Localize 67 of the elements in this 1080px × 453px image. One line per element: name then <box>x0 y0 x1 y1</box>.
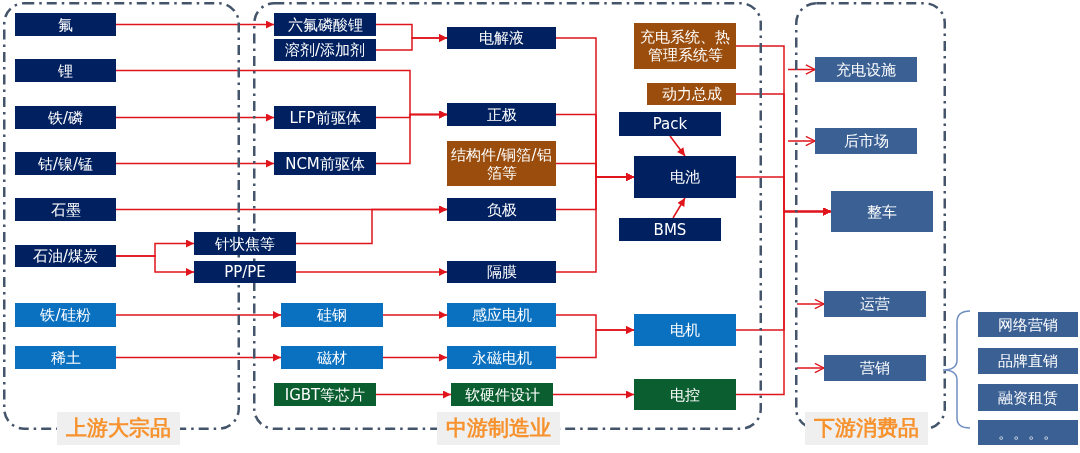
process-box: NCM前驱体 <box>274 152 376 175</box>
process-box: 充电系统、热管理系统等 <box>634 23 736 69</box>
arrow <box>295 268 448 276</box>
process-box: 永磁电机 <box>447 346 556 369</box>
arrow <box>735 207 832 396</box>
process-box: 正极 <box>447 103 556 126</box>
process-box: 充电设施 <box>815 57 917 82</box>
arrow <box>115 255 195 276</box>
arrow <box>115 20 275 29</box>
process-box: 营销 <box>824 355 926 381</box>
process-box: 动力总成 <box>647 83 736 105</box>
process-box: 品牌直销 <box>978 348 1078 374</box>
process-box: 石墨 <box>15 198 116 221</box>
process-box: 整车 <box>831 191 933 232</box>
process-box: 磁材 <box>281 346 383 369</box>
process-box: BMS <box>619 218 721 241</box>
process-box: 锂 <box>15 59 116 82</box>
process-box: 电控 <box>634 379 736 410</box>
process-box: 网络营销 <box>978 312 1078 337</box>
arrow <box>787 64 816 75</box>
process-box: 铁/硅粉 <box>15 303 116 327</box>
arrow <box>555 326 635 359</box>
arrow <box>382 311 448 319</box>
process-box: 结构件/铜箔/铝箔等 <box>447 141 556 186</box>
arrow <box>552 390 635 399</box>
process-box: 后市场 <box>815 128 917 154</box>
process-box: 硅钢 <box>281 303 383 327</box>
process-box: 软硬件设计 <box>451 383 553 406</box>
arrow <box>796 298 825 310</box>
process-box: 铁/磷 <box>15 106 116 129</box>
process-box: 运营 <box>824 291 926 317</box>
process-box: PP/PE <box>194 261 296 283</box>
arrow <box>669 135 686 157</box>
arrow <box>115 353 282 362</box>
group-label: 中游制造业 <box>437 412 560 445</box>
process-box: 钴/镍/锰 <box>15 152 116 175</box>
arrow <box>375 390 452 399</box>
process-box: 。。。。 <box>978 420 1078 445</box>
group-label: 上游大宗品 <box>57 412 180 445</box>
process-box: LFP前驱体 <box>274 106 376 129</box>
process-box: 电机 <box>634 314 736 346</box>
arrow <box>115 311 282 319</box>
process-box: 氟 <box>15 13 116 36</box>
arrow <box>796 362 825 374</box>
arrow <box>115 159 275 168</box>
process-box: 隔膜 <box>447 261 556 283</box>
process-box: 稀土 <box>15 346 116 369</box>
process-box: Pack <box>619 112 721 136</box>
arrow <box>295 205 448 245</box>
process-box: 六氟磷酸锂 <box>274 13 376 36</box>
process-box: IGBT等芯片 <box>274 383 376 406</box>
arrow <box>787 135 816 147</box>
process-box: 电池 <box>634 156 736 198</box>
process-box: 融资租赁 <box>978 384 1078 411</box>
process-box: 溶剂/添加剂 <box>274 39 376 61</box>
arrow <box>375 34 448 51</box>
process-box: 感应电机 <box>447 303 556 327</box>
process-box: 电解液 <box>447 27 556 49</box>
arrow <box>382 353 448 362</box>
arrow <box>555 173 635 273</box>
arrow <box>115 113 275 122</box>
group-label: 下游消费品 <box>805 412 928 445</box>
process-box: 负极 <box>447 198 556 221</box>
arrow <box>375 110 448 165</box>
process-box: 针状焦等 <box>194 232 296 255</box>
arrow <box>672 197 686 219</box>
process-box: 石油/煤炭 <box>15 245 116 267</box>
